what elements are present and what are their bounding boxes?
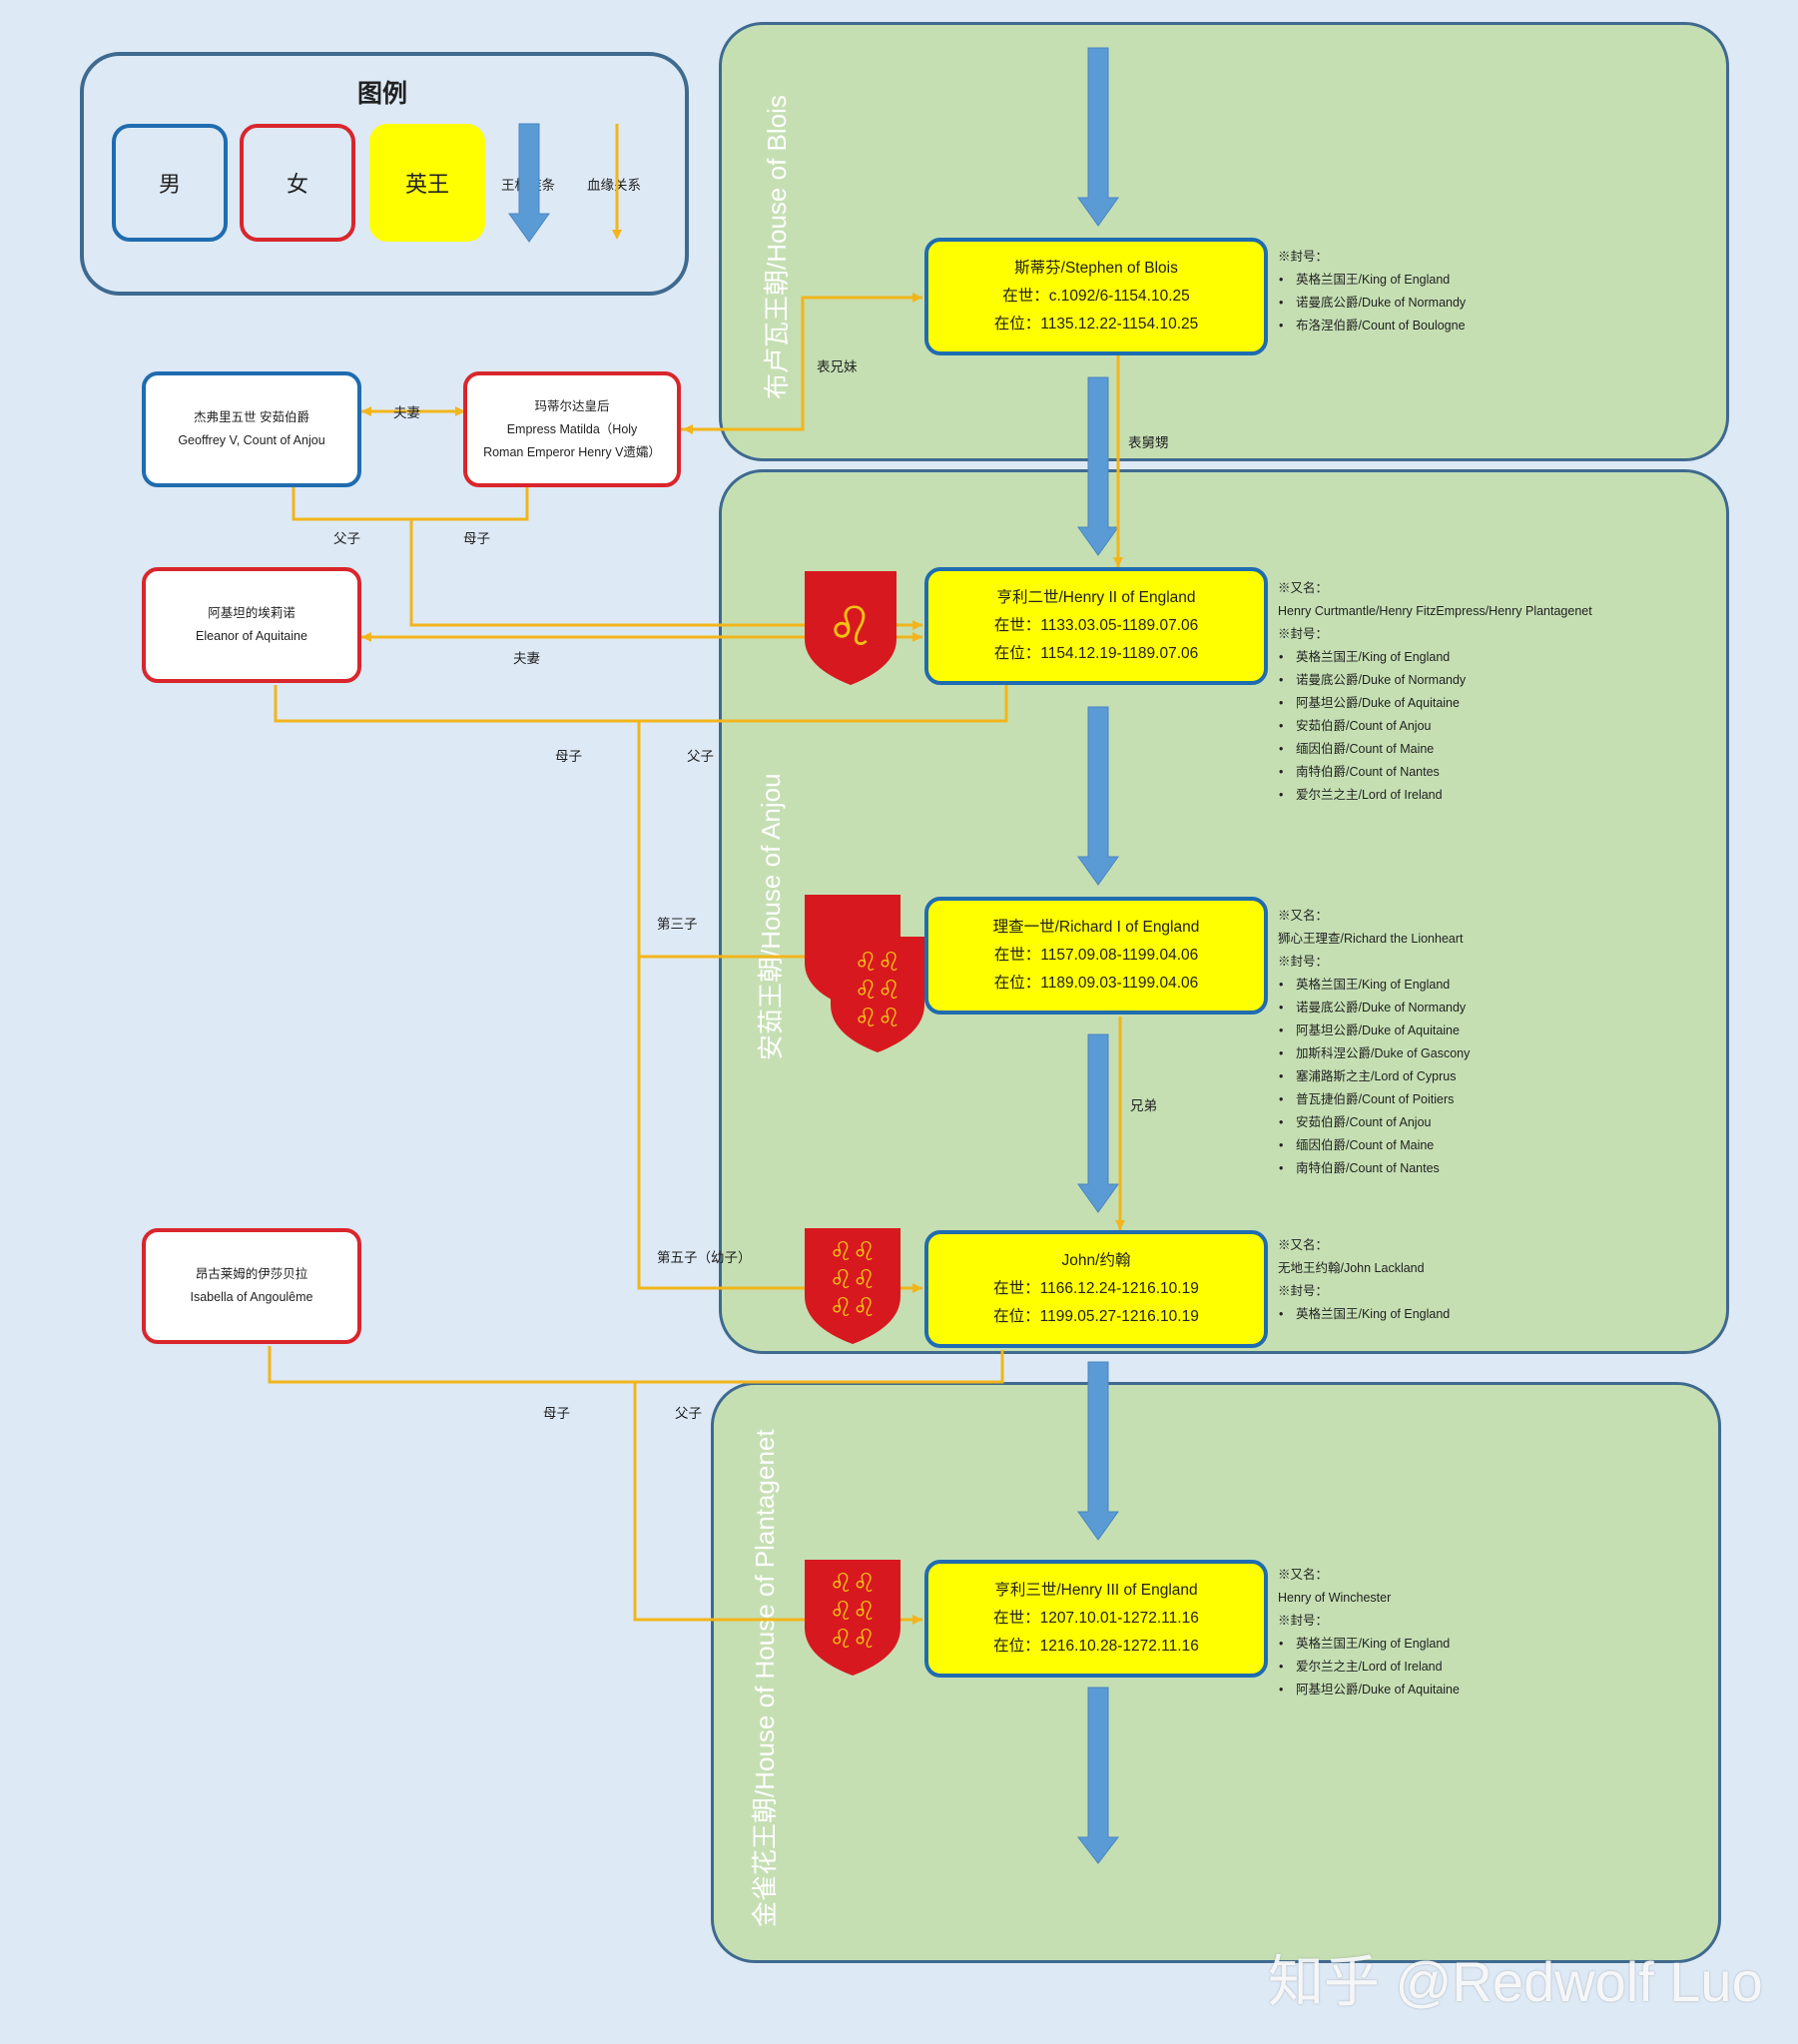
titles-list: 英格兰国王/King of England 诺曼底公爵/Duke of Norm…: [1278, 269, 1466, 338]
info-henry2: ※又名： Henry Curtmantle/Henry FitzEmpress/…: [1278, 577, 1592, 807]
king-richard1: 理查一世/Richard I of England 在世：1157.09.08-…: [924, 897, 1268, 1015]
relation-mother1: 母子: [463, 531, 490, 546]
legend-line-label: 血缘关系: [587, 178, 641, 193]
info-richard1: ※又名： 狮心王理查/Richard the Lionheart ※封号： 英格…: [1278, 905, 1470, 1180]
legend-arrow-label: 王权链条: [501, 178, 555, 193]
relation-spouse2: 夫妻: [513, 651, 540, 666]
relation-brothers: 兄弟: [1130, 1098, 1157, 1113]
relation-mother2: 母子: [555, 749, 582, 764]
line-mother2: [274, 685, 639, 723]
house-blois-title: 布卢瓦王朝/House of Blois: [762, 95, 792, 399]
legend-female: 女: [240, 124, 355, 242]
watermark: 知乎 @Redwolf Luo: [1268, 1950, 1763, 2013]
king-henry2: 亨利二世/Henry II of England 在世：1133.03.05-1…: [924, 567, 1268, 685]
relation-father1: 父子: [333, 531, 360, 546]
king-john: John/约翰 在世：1166.12.24-1216.10.19 在位：1199…: [924, 1230, 1268, 1348]
relation-spouse1: 夫妻: [393, 405, 420, 420]
titles-list: 英格兰国王/King of England 诺曼底公爵/Duke of Norm…: [1278, 974, 1470, 1180]
line-father1: [292, 485, 411, 521]
relation-cousins: 表兄妹: [817, 359, 858, 374]
person-eleanor: 阿基坦的埃莉诺 Eleanor of Aquitaine: [142, 567, 361, 683]
person-matilda: 玛蒂尔达皇后 Empress Matilda（Holy Roman Empero…: [463, 371, 681, 487]
relation-father2: 父子: [687, 749, 714, 764]
legend-title: 图例: [357, 79, 408, 108]
relation-fifth-son: 第五子（幼子）: [657, 1250, 752, 1265]
house-plantagenet-title: 金雀花王朝/House of House of Plantagenet: [750, 1429, 780, 1927]
king-stephen: 斯蒂芬/Stephen of Blois 在世：c.1092/6-1154.10…: [924, 238, 1268, 355]
house-anjou-title: 安茹王朝/House of Anjou: [756, 773, 786, 1060]
king-henry3: 亨利三世/Henry III of England 在世：1207.10.01-…: [924, 1560, 1268, 1678]
relation-third-son: 第三子: [657, 917, 698, 932]
relation-mother3: 母子: [543, 1406, 570, 1421]
person-geoffrey: 杰弗里五世 安茹伯爵 Geoffrey V, Count of Anjou: [142, 371, 361, 487]
relation-nephew: 表舅甥: [1128, 435, 1169, 450]
relation-father3: 父子: [675, 1406, 702, 1421]
titles-list: 英格兰国王/King of England: [1278, 1303, 1450, 1326]
titles-list: 英格兰国王/King of England 诺曼底公爵/Duke of Norm…: [1278, 646, 1592, 807]
info-stephen: ※封号： 英格兰国王/King of England 诺曼底公爵/Duke of…: [1278, 246, 1466, 338]
person-isabella: 昂古莱姆的伊莎贝拉 Isabella of Angoulême: [142, 1228, 361, 1344]
info-john: ※又名： 无地王约翰/John Lackland ※封号： 英格兰国王/King…: [1278, 1234, 1450, 1326]
legend-male: 男: [112, 124, 228, 242]
titles-list: 英格兰国王/King of England 爱尔兰之主/Lord of Irel…: [1278, 1633, 1460, 1702]
line-father3: [635, 1350, 1004, 1384]
info-henry3: ※又名： Henry of Winchester ※封号： 英格兰国王/King…: [1278, 1564, 1460, 1702]
legend-king: 英王: [369, 124, 485, 242]
line-mother3: [268, 1346, 635, 1384]
